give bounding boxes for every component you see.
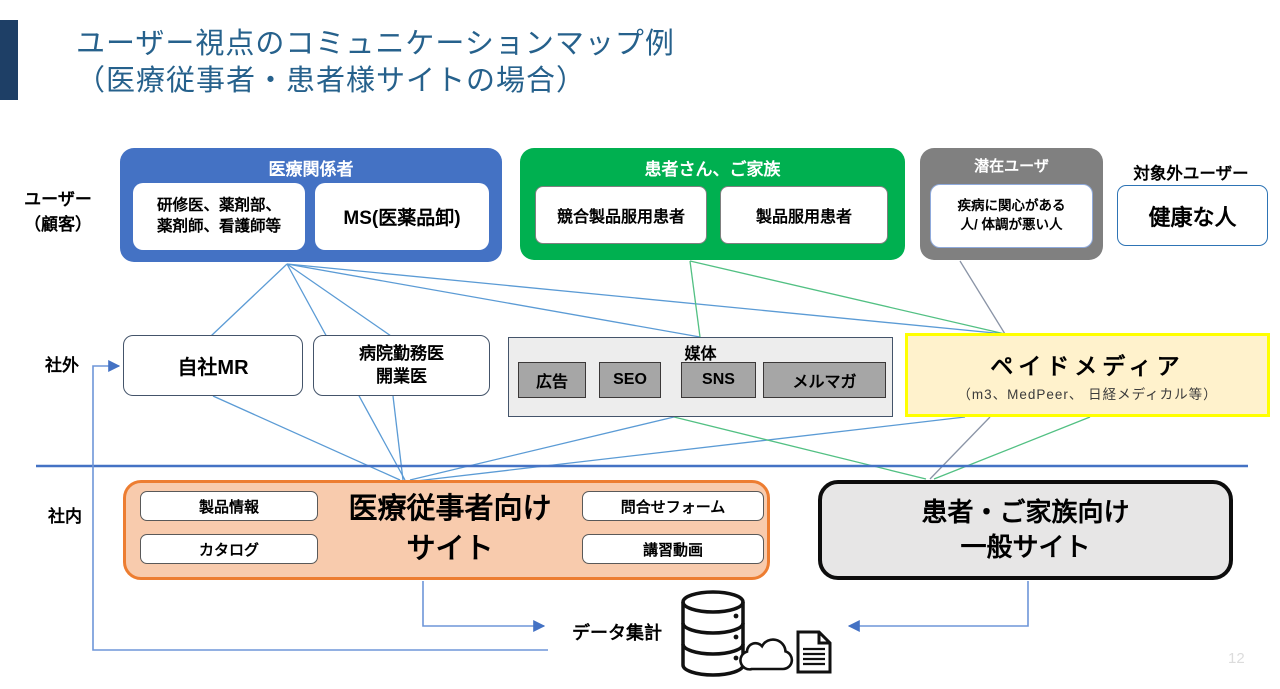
internal-row-label: 社内 <box>48 507 82 526</box>
media-item-sns: SNS <box>681 362 756 398</box>
external-row-label: 社外 <box>45 356 79 375</box>
gray-connectors <box>929 260 1006 480</box>
patient-site-to-data-arrow <box>847 581 1029 632</box>
hcp-site-to-data-arrow <box>422 581 546 632</box>
page-title-line1: ユーザー視点のコミュニケーションマップ例 <box>76 28 675 60</box>
medical-group-header: 医療関係者 <box>268 160 354 179</box>
feature-product-info: 製品情報 <box>140 491 318 521</box>
page-title-line2: （医療従事者・患者様サイトの場合） <box>76 65 587 98</box>
document-icon <box>796 630 832 674</box>
company-mr-box: 自社MR <box>123 335 303 396</box>
title-accent-bar <box>0 20 18 100</box>
media-item-seo: SEO <box>599 362 661 398</box>
paid-media-title: ペイドメディア <box>990 353 1185 379</box>
healthy-person-box: 健康な人 <box>1117 185 1268 246</box>
patients-group-header: 患者さん、ご家族 <box>644 160 781 179</box>
feature-training-video: 講習動画 <box>582 534 764 564</box>
patients-item-product: 製品服用患者 <box>720 186 888 244</box>
green-connectors <box>673 260 1091 480</box>
media-header: 媒体 <box>684 346 717 363</box>
potential-group-header: 潜在ユーザ <box>974 158 1049 175</box>
medical-group: 医療関係者 研修医、薬剤部、 薬剤師、看護師等 MS(医薬品卸) <box>120 148 502 262</box>
paid-media-box: ペイドメディア （m3、MedPeer、 日経メディカル等） <box>905 333 1270 417</box>
database-icon <box>681 590 745 677</box>
patient-site-box: 患者・ご家族向け 一般サイト <box>818 480 1233 580</box>
excluded-users-header: 対象外ユーザー <box>1133 165 1249 183</box>
users-row-label: ユーザー （顧客） <box>24 190 92 234</box>
media-box: 媒体 広告 SEO SNS メルマガ <box>508 337 893 417</box>
media-item-mailmag: メルマガ <box>763 362 886 398</box>
feature-contact-form: 問合せフォーム <box>582 491 764 521</box>
patients-item-competitor: 競合製品服用患者 <box>535 186 707 244</box>
data-aggregation-label: データ集計 <box>572 623 662 643</box>
potential-item-interested: 疾病に関心がある 人/ 体調が悪い人 <box>930 184 1093 248</box>
potential-group: 潜在ユーザ 疾病に関心がある 人/ 体調が悪い人 <box>920 148 1103 260</box>
page-title: ユーザー視点のコミュニケーションマップ例 （医療従事者・患者様サイトの場合） <box>76 26 675 100</box>
page-number: 12 <box>1228 650 1245 667</box>
hcp-site-box: 製品情報 カタログ 医療従事者向け サイト 問合せフォーム 講習動画 <box>123 480 770 580</box>
medical-item-trainees: 研修医、薬剤部、 薬剤師、看護師等 <box>133 183 305 250</box>
feature-catalog: カタログ <box>140 534 318 564</box>
flow-arrows <box>92 360 1029 651</box>
media-item-ads: 広告 <box>518 362 586 398</box>
hcp-site-title: 医療従事者向け サイト <box>348 493 552 565</box>
feedback-loop-arrow <box>92 360 548 651</box>
hospital-doctors-box: 病院勤務医 開業医 <box>313 335 490 396</box>
paid-media-subtitle: （m3、MedPeer、 日経メディカル等） <box>957 387 1218 402</box>
medical-item-ms: MS(医薬品卸) <box>315 183 489 250</box>
patients-group: 患者さん、ご家族 競合製品服用患者 製品服用患者 <box>520 148 905 260</box>
cloud-icon <box>739 638 794 671</box>
